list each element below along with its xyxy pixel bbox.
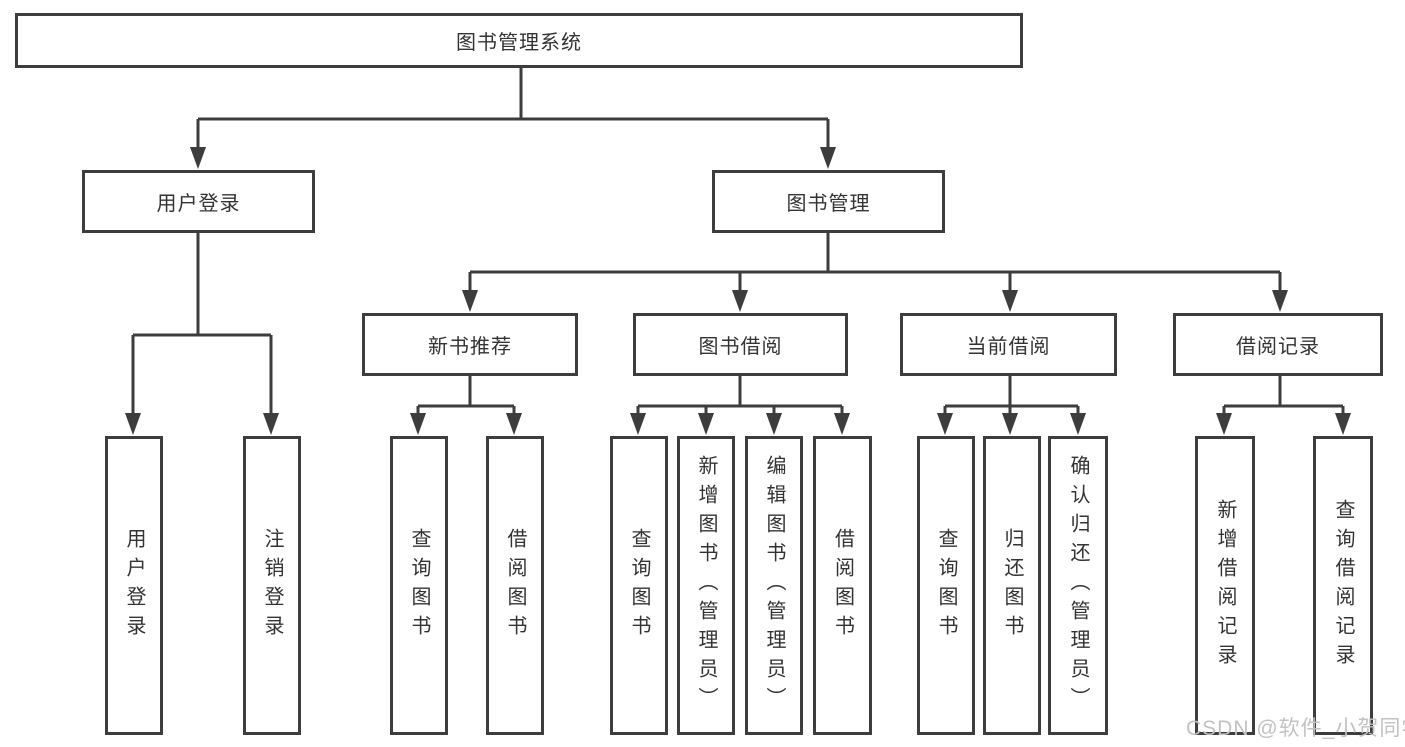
node-current-borrowing: 当前借阅 (900, 313, 1117, 376)
leaf-confirm-return-admin-label: 确认归还（管理员） (1067, 455, 1089, 716)
leaf-confirm-return-admin: 确认归还（管理员） (1048, 436, 1108, 735)
leaf-query-borrow-record: 查询借阅记录 (1313, 436, 1373, 735)
node-library-system-label: 图书管理系统 (456, 32, 582, 54)
leaf-edit-books-admin-label: 编辑图书（管理员） (763, 455, 785, 716)
node-book-borrowing: 图书借阅 (633, 313, 848, 376)
node-new-book-recommend: 新书推荐 (362, 313, 578, 376)
leaf-add-books-admin: 新增图书（管理员） (677, 436, 735, 735)
leaf-query-books-borrowing-label: 查询图书 (628, 527, 650, 644)
leaf-add-borrow-record-label: 新增借阅记录 (1214, 498, 1236, 673)
leaf-logout: 注销登录 (243, 436, 301, 735)
csdn-watermark: CSDN @软件_小贺同学 (1186, 717, 1405, 740)
leaf-borrow-books-label: 借阅图书 (831, 527, 854, 644)
node-borrow-records-label: 借阅记录 (1236, 336, 1320, 358)
leaf-query-books-current: 查询图书 (917, 436, 975, 735)
leaf-query-books-recommend-label: 查询图书 (408, 527, 430, 644)
leaf-borrow-books-recommend-label: 借阅图书 (504, 527, 526, 644)
leaf-query-books-borrowing: 查询图书 (610, 436, 668, 735)
node-book-management-label: 图书管理 (786, 193, 871, 215)
leaf-add-books-admin-label: 新增图书（管理员） (695, 455, 717, 716)
node-borrow-records: 借阅记录 (1173, 313, 1383, 376)
leaf-borrow-books-recommend: 借阅图书 (486, 436, 544, 735)
node-current-borrowing-label: 当前借阅 (966, 336, 1051, 358)
leaf-logout-label: 注销登录 (261, 527, 283, 644)
node-user-login: 用户登录 (82, 170, 315, 233)
leaf-user-login: 用户登录 (105, 436, 163, 735)
leaf-return-books-label: 归还图书 (1001, 527, 1023, 644)
node-user-login-label: 用户登录 (156, 193, 241, 215)
leaf-return-books: 归还图书 (983, 436, 1041, 735)
leaf-query-books-recommend: 查询图书 (390, 436, 448, 735)
leaf-edit-books-admin: 编辑图书（管理员） (745, 436, 803, 735)
leaf-query-books-current-label: 查询图书 (935, 527, 957, 644)
leaf-query-borrow-record-label: 查询借阅记录 (1332, 498, 1354, 673)
node-book-borrowing-label: 图书借阅 (698, 336, 783, 358)
leaf-borrow-books: 借阅图书 (813, 436, 872, 735)
leaf-user-login-label: 用户登录 (123, 527, 145, 644)
arrowheads (125, 147, 1351, 435)
node-book-management: 图书管理 (712, 170, 945, 233)
node-library-system: 图书管理系统 (15, 13, 1023, 68)
node-new-book-recommend-label: 新书推荐 (428, 336, 512, 358)
leaf-add-borrow-record: 新增借阅记录 (1195, 436, 1255, 735)
